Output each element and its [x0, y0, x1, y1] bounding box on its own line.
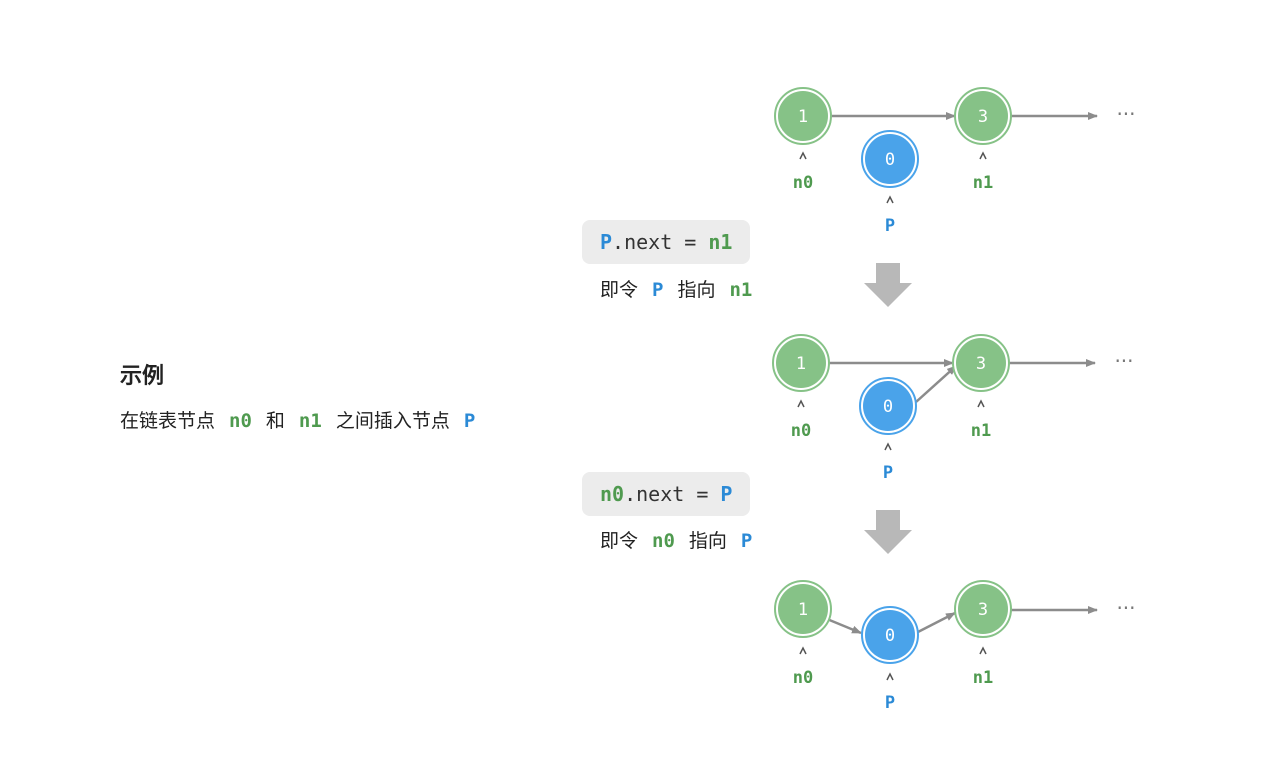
- row3-n1-label: n1: [973, 668, 993, 688]
- row3-p-value: 0: [885, 626, 895, 646]
- row3-n0-pointer-caret: [799, 646, 807, 655]
- row2-node-n0: 1: [772, 334, 830, 392]
- desc-p: P: [463, 410, 476, 432]
- row3-n0-value: 1: [798, 600, 808, 620]
- row2-link-p-n1: [915, 365, 957, 403]
- row2-n0-value: 1: [796, 354, 806, 374]
- row3-n1-value: 3: [978, 600, 988, 620]
- desc-n1: n1: [298, 410, 322, 432]
- row3-node-p: 0: [861, 606, 919, 664]
- row3-p-label: P: [885, 693, 895, 713]
- row1-n1-label: n1: [973, 173, 993, 193]
- row2-n0-label: n0: [791, 421, 811, 441]
- row2-n0-pointer-caret: [797, 399, 805, 408]
- step2-desc-target: P: [740, 530, 753, 552]
- desc-and: 和: [265, 410, 285, 432]
- row3-node-n0: 1: [774, 580, 832, 638]
- row1-n1-value: 3: [978, 107, 988, 127]
- step2-desc-prefix: 即令: [600, 530, 639, 552]
- step1-desc-prefix: 即令: [600, 279, 639, 301]
- row2-p-value: 0: [883, 397, 893, 417]
- step2-code-box: n0.next = P: [582, 472, 751, 516]
- step1-code-target: n1: [708, 230, 733, 254]
- row2-p-label: P: [883, 463, 893, 483]
- row1-p-label: P: [885, 216, 895, 236]
- row1-node-p: 0: [861, 130, 919, 188]
- row3-ellipsis: ···: [1116, 596, 1135, 620]
- step1-code-var: P: [600, 230, 613, 254]
- row1-p-value: 0: [885, 150, 895, 170]
- step2-code-var: n0: [600, 482, 625, 506]
- step1-description: 即令 P 指向 n1: [600, 275, 752, 302]
- step2-description: 即令 n0 指向 P: [600, 526, 752, 553]
- row1-n0-pointer-caret: [799, 151, 807, 160]
- row1-n0-label: n0: [793, 173, 813, 193]
- desc-part1: 在链表节点: [120, 410, 216, 432]
- row3: ··· 1 0 3 n0 n1 P: [774, 580, 1136, 713]
- step2-desc-mid: 指向: [688, 530, 727, 552]
- step1-desc-mid: 指向: [677, 279, 716, 301]
- row2-n1-pointer-caret: [977, 399, 985, 408]
- step1-code-box: P.next = n1: [582, 220, 751, 264]
- row2-node-n1: 3: [952, 334, 1010, 392]
- step2-code-target: P: [720, 482, 733, 506]
- desc-n0: n0: [229, 410, 252, 432]
- row2-p-pointer-caret: [884, 442, 892, 451]
- step1-desc-var: P: [652, 279, 664, 301]
- step2-down-arrow: [864, 510, 912, 554]
- row1-node-n1: 3: [954, 87, 1012, 145]
- example-title: 示例: [120, 364, 165, 389]
- row2-ellipsis: ···: [1114, 349, 1133, 373]
- row3-n1-pointer-caret: [979, 646, 987, 655]
- step1-desc-target: n1: [729, 279, 753, 301]
- step1-code-rest: .next =: [612, 230, 709, 254]
- step1-down-arrow: [864, 263, 912, 307]
- row1-ellipsis: ···: [1116, 102, 1135, 126]
- row3-n0-label: n0: [793, 668, 813, 688]
- row1: ··· 1 3 0 n0 n1 P: [774, 87, 1136, 236]
- row3-link-p-n1: [915, 611, 956, 635]
- row2: ··· 1 3 0 n0 n1 P: [772, 334, 1134, 483]
- row2-n1-label: n1: [971, 421, 991, 441]
- desc-part2: 之间插入节点: [335, 410, 450, 432]
- example-description: 在链表节点 n0 和 n1 之间插入节点 P: [120, 406, 475, 433]
- row1-n1-pointer-caret: [979, 151, 987, 160]
- row3-p-pointer-caret: [886, 672, 894, 681]
- step2-code-rest: .next =: [624, 482, 721, 506]
- row1-n0-value: 1: [798, 107, 808, 127]
- row1-p-pointer-caret: [886, 195, 894, 204]
- row2-node-p: 0: [859, 377, 917, 435]
- step2-desc-var: n0: [652, 530, 675, 552]
- row3-node-n1: 3: [954, 580, 1012, 638]
- row3-link-n0-p: [826, 617, 862, 635]
- row1-node-n0: 1: [774, 87, 832, 145]
- row2-n1-value: 3: [976, 354, 986, 374]
